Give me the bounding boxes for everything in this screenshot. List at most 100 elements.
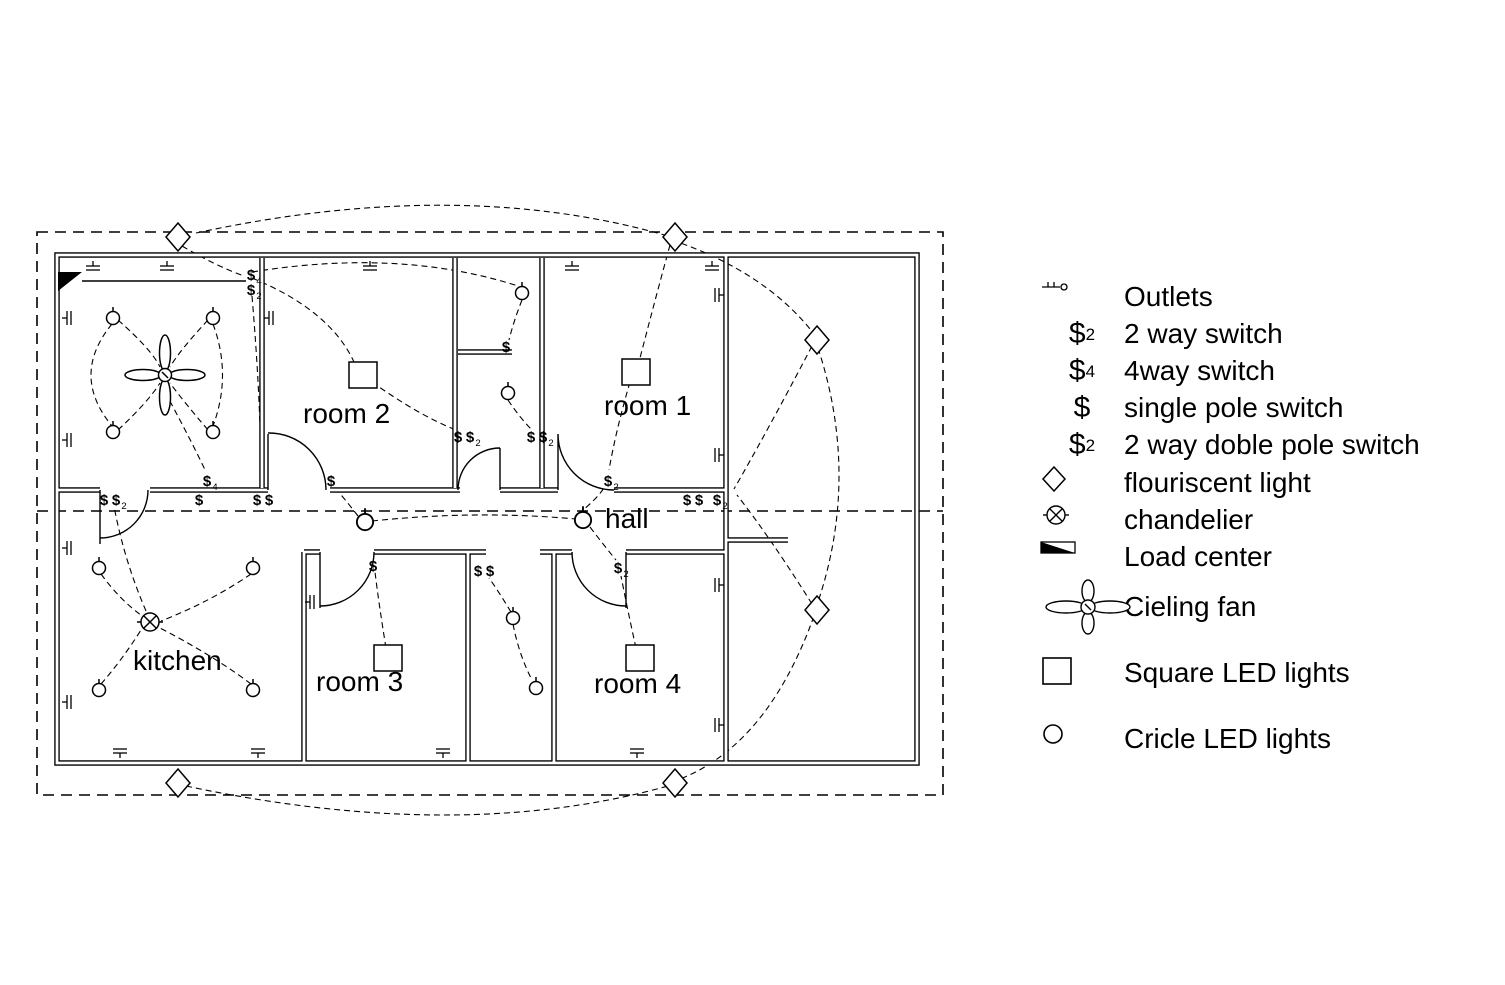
legend-label: Cieling fan (1124, 591, 1257, 622)
switch-symbol: $ (614, 560, 623, 577)
switch-symbol: $ (486, 563, 495, 580)
switch-symbol: $ (695, 492, 704, 509)
switch-symbol: $ (527, 429, 536, 446)
circle-led-light-icon (91, 556, 107, 576)
switch-sub: 4 (212, 482, 217, 493)
switch-symbol: $ (112, 492, 121, 509)
switch-symbol: $ (203, 473, 212, 490)
switch-dollar: $ (1068, 317, 1086, 350)
room-1-label: room 1 (604, 390, 691, 421)
outlet-icon (714, 577, 725, 593)
outlet-icon (564, 260, 580, 271)
floor-plan: $ 4 $ $ 2 $ $ $ $ $ $ 2 $ $ 2 $ $ 2 $ $ … (36, 204, 944, 816)
legend-label: Cricle LED lights (1124, 723, 1331, 754)
outlet-icon (61, 432, 72, 448)
ceiling-fan-icon (124, 334, 206, 416)
switch-dollar: $ (1068, 354, 1086, 387)
room-3-label: room 3 (316, 666, 403, 697)
outlet-icon (263, 310, 274, 326)
circle-led-light-icon (528, 676, 544, 696)
switch-symbol: $ (604, 473, 613, 490)
switch-sub: 2 (121, 501, 126, 512)
circle-led-light-icon (105, 420, 121, 440)
legend-label: 4way switch (1124, 355, 1275, 386)
fluorescent-light-icon (165, 768, 191, 798)
switch-sub: 2 (1085, 435, 1096, 455)
load-center-icon (58, 272, 82, 291)
room-4-label: room 4 (594, 668, 681, 699)
chandelier-icon (136, 612, 164, 632)
switch-symbol: $ (474, 563, 483, 580)
fluorescent-light-icon (804, 595, 830, 625)
hall-label: hall (605, 503, 649, 534)
switch-symbol: $2 (1040, 319, 1124, 349)
square-led-light-icon (348, 361, 378, 389)
room-2-label: room 2 (303, 398, 390, 429)
switch-dollar: $ (1068, 428, 1086, 461)
legend-label: 2 way switch (1124, 318, 1283, 349)
legend-label: flouriscent light (1124, 467, 1311, 498)
switch-sub: 2 (1085, 324, 1096, 344)
circle-led-light-icon (205, 306, 221, 326)
circle-led-light-icon (500, 381, 516, 401)
outlet-icon (714, 287, 725, 303)
legend-item-ceiling-fan: Cieling fan (1040, 579, 1256, 635)
switch-sub: 2 (256, 291, 261, 302)
switch-symbol: $ (1040, 393, 1124, 423)
dashed-boundary (36, 231, 944, 796)
switch-symbol: $ (247, 267, 256, 284)
switch-symbol: $ (454, 429, 463, 446)
switch-sub: 2 (623, 569, 628, 580)
switch-symbol: $4 (1040, 356, 1124, 386)
switch-symbol: $ (683, 492, 692, 509)
circle-led-light-icon (245, 556, 261, 576)
outlet-icon (159, 260, 175, 271)
switch-sub: 4 (1085, 361, 1096, 381)
legend-label: Outlets (1124, 281, 1213, 312)
circle-led-light-icon (514, 281, 530, 301)
fluorescent-light-icon (165, 222, 191, 252)
circle-led-light-icon (573, 505, 593, 530)
legend-label: chandelier (1124, 504, 1254, 535)
legend-label: Load center (1124, 541, 1272, 572)
doors (99, 432, 627, 608)
legend-item-circle-led-lights: Cricle LED lights (1040, 721, 1331, 757)
switch-sub: 2 (722, 501, 727, 512)
legend-item-4way-switch: $4 4way switch (1040, 353, 1275, 389)
switch-symbol: $ (195, 492, 204, 509)
switch-symbol: $ (466, 429, 475, 446)
circle-led-light-icon (205, 420, 221, 440)
switch-symbol: $ (100, 492, 109, 509)
switch-symbol: $ (265, 492, 274, 509)
legend-item-single-pole-switch: $ single pole switch (1040, 390, 1344, 426)
outlet-icon (714, 717, 725, 733)
kitchen-label: kitchen (133, 645, 222, 676)
fluorescent-light-icon (662, 768, 688, 798)
fluorescent-lights (165, 222, 830, 798)
switches: $ 4 $ $ 2 $ $ $ $ $ $ 2 $ $ 2 $ $ 2 $ $ … (100, 267, 728, 580)
outlet-icon (61, 310, 72, 326)
legend-label: Square LED lights (1124, 657, 1350, 688)
outlet-icon (704, 260, 720, 271)
legend-item-square-led-lights: Square LED lights (1040, 655, 1350, 691)
outlet-icon (714, 447, 725, 463)
switch-sub: 2 (613, 482, 618, 493)
switch-sub: 2 (548, 438, 553, 449)
legend-item-load-center: Load center (1040, 539, 1272, 575)
legend-item-fluorescent-light: flouriscent light (1040, 465, 1311, 501)
outlet-icon (61, 694, 72, 710)
legend-item-2way-switch: $2 2 way switch (1040, 316, 1283, 352)
outlet-icon (435, 748, 451, 759)
switch-symbol: $ (502, 339, 511, 356)
switch-symbol: $ (539, 429, 548, 446)
outlet-icon (61, 540, 72, 556)
switch-sub: 2 (475, 438, 480, 449)
switch-sub: 4 (256, 276, 261, 287)
switch-symbol: $ (253, 492, 262, 509)
outlet-icon (112, 748, 128, 759)
switch-symbol: $ (713, 492, 722, 509)
switch-symbol: $2 (1040, 430, 1124, 460)
outlet-icon (250, 748, 266, 759)
outlet-icon (85, 260, 101, 271)
